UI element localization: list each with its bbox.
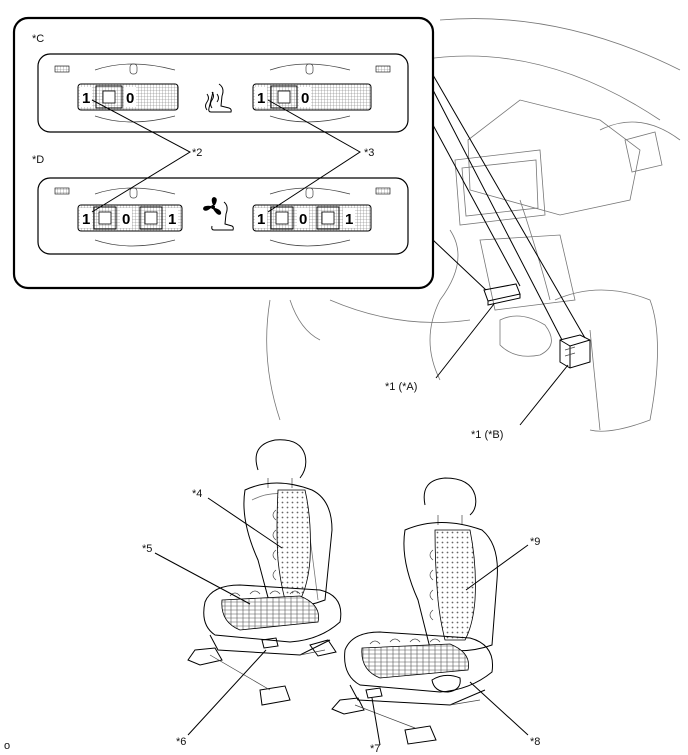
ventilation-switch-right: 1 0 1 [252,187,372,247]
label-8: *8 [530,736,540,748]
leader-1b [519,364,569,426]
vehicle-interior-sketch [266,18,681,432]
heater-switch-left: 1 0 [77,63,179,123]
label-2: *2 [192,147,202,159]
left-seat-drawing [187,439,342,706]
label-c: *C [32,33,44,45]
vent-right-digit-1a: 1 [257,211,265,228]
seat-ventilation-fan-icon [203,197,234,231]
leader-lines-seats [154,497,529,746]
vent-left-digit-1a: 1 [82,211,90,228]
heater-left-digit-0: 0 [126,90,134,107]
label-4: *4 [192,488,202,500]
vent-left-digit-1b: 1 [168,211,176,228]
heater-right-digit-0: 0 [301,90,309,107]
vent-right-digit-0: 0 [299,211,307,228]
heater-left-digit-1: 1 [82,90,90,107]
label-1a: *1 (*A) [385,381,417,393]
heater-switch-right: 1 0 [252,63,372,123]
label-d: *D [32,154,44,166]
vent-right-digit-1b: 1 [345,211,353,228]
left-cushion-heater-mat [221,595,319,631]
label-7: *7 [370,743,380,755]
left-backrest-heater-mat [276,489,311,601]
switch-a-module [483,283,521,306]
corner-mark: o [4,740,10,752]
label-6: *6 [176,736,186,748]
label-1b: *1 (*B) [471,429,503,441]
leader-1a [435,303,495,379]
ventilation-switch-left: 1 0 1 [77,187,183,247]
seat-heater-icon [205,83,232,113]
zoom-lines [432,74,586,341]
label-3: *3 [364,147,374,159]
vent-left-digit-0: 0 [122,211,130,228]
ventilation-switch-panel: 1 0 1 1 0 1 [37,177,409,255]
right-seat-drawing [331,477,498,745]
label-9: *9 [530,536,540,548]
label-5: *5 [142,543,152,555]
leader-lines-top [91,99,361,213]
heater-switch-panel: 1 0 1 0 [37,53,409,133]
heater-right-digit-1: 1 [257,90,265,107]
right-cushion-heater-mat [361,643,469,679]
right-backrest-heater-mat [434,529,476,641]
switch-b-module [559,334,591,369]
